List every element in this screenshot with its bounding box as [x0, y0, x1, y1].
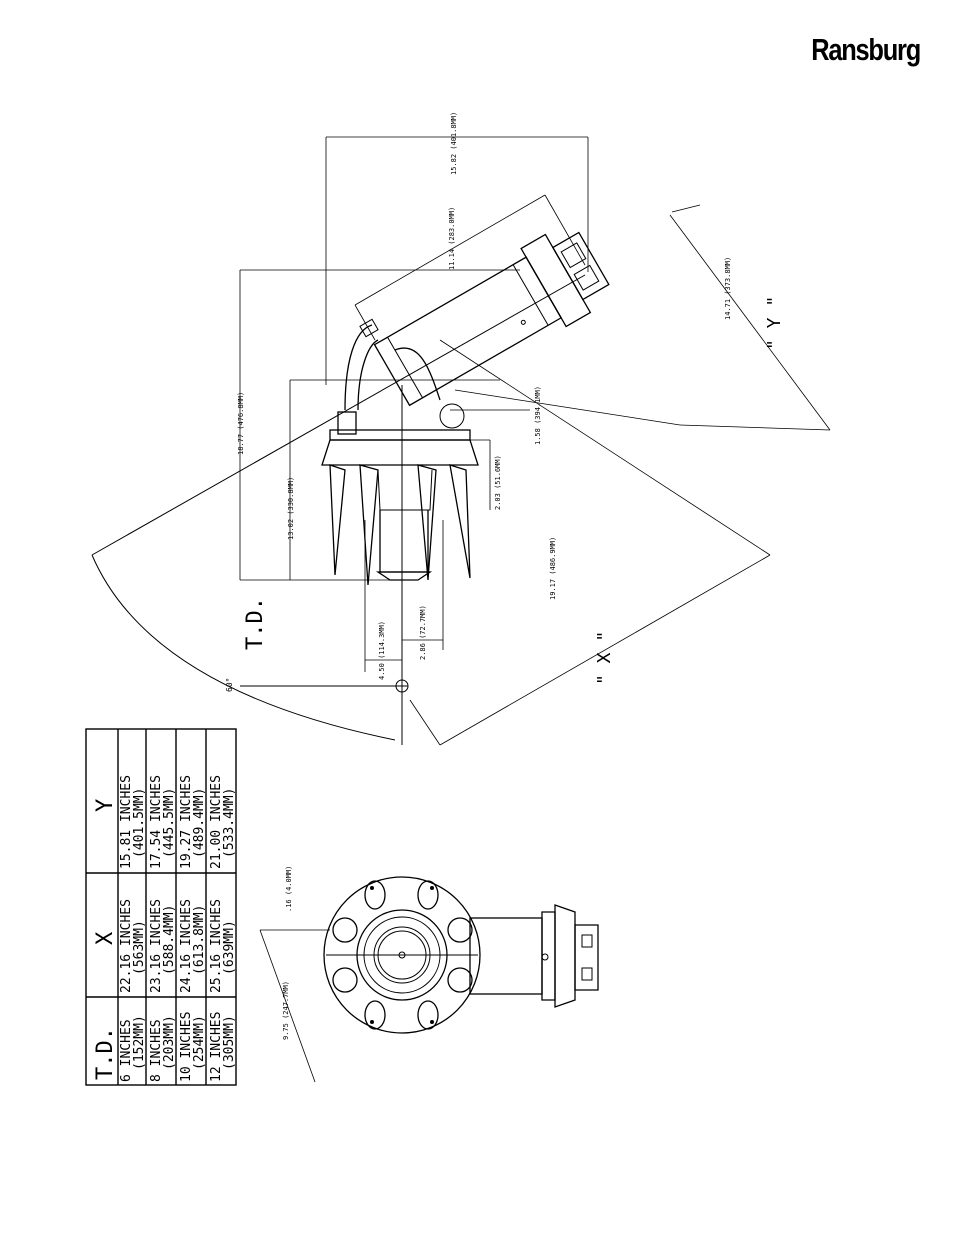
cell-y-3: 19.27 INCHES: [179, 775, 194, 869]
cell-x-3-mm: (613.8MM): [192, 905, 207, 975]
dim-0-16: .16 (4.0MM): [285, 866, 293, 912]
cell-x-2-mm: (588.4MM): [162, 905, 177, 975]
angle-arc: [91, 554, 396, 741]
dim-2-86: 2.86 (72.7MM): [419, 605, 427, 660]
cell-x-4-mm: (639MM): [222, 920, 237, 975]
y-label: " Y ": [764, 296, 785, 350]
cell-td-3-mm: (254MM): [192, 1015, 207, 1070]
dim-9-75: 9.75 (247.7MM): [282, 981, 290, 1040]
cell-td-1: 6 INCHES: [119, 1019, 134, 1082]
cell-x-1-mm: (563MM): [132, 920, 147, 975]
front-body: [469, 917, 543, 995]
side-view: [91, 136, 831, 746]
manifold: [321, 439, 479, 466]
table-header-x: X: [93, 931, 118, 945]
brand-logo: Ransburg: [811, 32, 921, 67]
cell-td-2-mm: (203MM): [162, 1015, 177, 1070]
nozzle: [329, 464, 346, 576]
nozzle-ring: [332, 880, 473, 1030]
cell-y-4: 21.00 INCHES: [209, 775, 224, 869]
cell-x-4: 25.16 INCHES: [209, 899, 224, 993]
cell-td-1-mm: (152MM): [132, 1015, 147, 1070]
cell-x-1: 22.16 INCHES: [119, 899, 134, 993]
bell-cup: [439, 403, 465, 429]
dimension-table: T.D. X Y 6 INCHES (152MM) 22.16 INCHES (…: [85, 728, 237, 1086]
dim-14-71: 14.71 (373.8MM): [724, 257, 732, 320]
outer-ring: [323, 876, 481, 1034]
cell-td-3: 10 INCHES: [179, 1012, 194, 1082]
dim-1-58: 1.58 (394.1MM): [534, 386, 542, 445]
cell-td-2: 8 INCHES: [149, 1019, 164, 1082]
cell-y-4-mm: (533.4MM): [222, 788, 237, 858]
x-label: " X ": [594, 631, 615, 685]
cell-td-4: 12 INCHES: [209, 1012, 224, 1082]
cell-y-2: 17.54 INCHES: [149, 775, 164, 869]
hose: [344, 324, 373, 411]
fitting: [337, 411, 357, 435]
angle-label: 60°: [225, 678, 234, 692]
table-header-y: Y: [93, 799, 118, 812]
table-header-td: T.D.: [93, 1027, 118, 1080]
dim-15-82: 15.82 (401.8MM): [450, 112, 458, 175]
cell-y-1-mm: (401.5MM): [132, 788, 147, 858]
dim-11-14: 11.14 (283.0MM): [448, 207, 456, 270]
cell-y-3-mm: (489.4MM): [192, 788, 207, 858]
dim-4-50: 4.50 (114.3MM): [378, 621, 386, 680]
cell-y-2-mm: (445.5MM): [162, 788, 177, 858]
dim-2-03: 2.03 (51.6MM): [494, 455, 502, 510]
cell-x-3: 24.16 INCHES: [179, 899, 194, 993]
dim-13-02: 13.02 (330.8MM): [287, 477, 295, 540]
dim-18-77: 18.77 (476.8MM): [237, 392, 245, 455]
front-view: .16 (4.0MM) 9.75 (247.7MM): [259, 866, 599, 1083]
cell-td-4-mm: (305MM): [222, 1015, 237, 1070]
dimension-labels: 15.82 (401.8MM) 11.14 (283.0MM) 14.71 (3…: [225, 112, 785, 692]
td-label: T.D.: [243, 597, 268, 650]
cell-x-2: 23.16 INCHES: [149, 899, 164, 993]
dim-19-17: 19.17 (486.9MM): [549, 537, 557, 600]
cell-y-1: 15.81 INCHES: [119, 775, 134, 869]
